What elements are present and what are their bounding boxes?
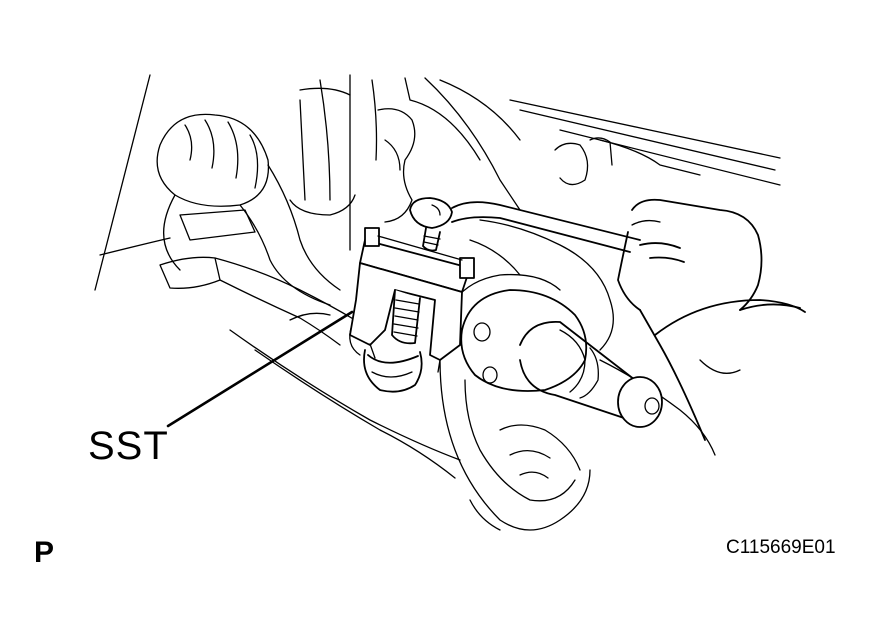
axle-shaft (519, 321, 663, 428)
sst-puller (349, 227, 475, 373)
steering-knuckle (439, 219, 716, 531)
view-marker-icon: P (34, 536, 55, 569)
hand (617, 198, 806, 441)
sst-leader-line (166, 310, 354, 428)
body-frame (94, 74, 781, 291)
strut (289, 87, 416, 223)
lower-arm (159, 209, 461, 479)
figure-code: C115669E01 (726, 537, 836, 558)
brake-hose (156, 113, 341, 306)
wrench (409, 197, 641, 253)
hub-flange (460, 289, 588, 392)
sst-callout-label: SST (88, 424, 169, 468)
